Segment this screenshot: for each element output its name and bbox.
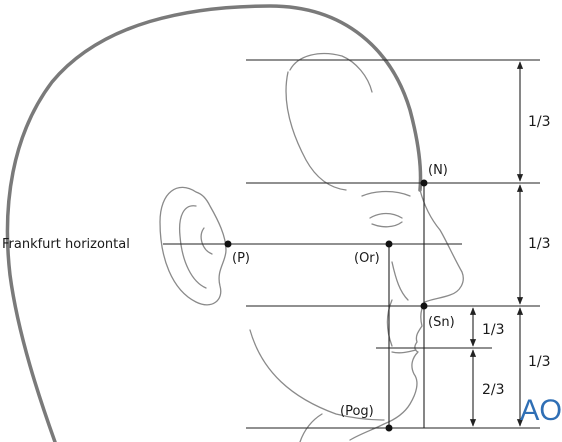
label-n: (N) <box>428 163 448 178</box>
lower-lip-chin-label: 2/3 <box>482 382 505 398</box>
point-or <box>386 241 393 248</box>
nasolabial-fold <box>388 300 393 346</box>
ear-outline <box>160 187 226 304</box>
ear-canal <box>201 228 212 254</box>
label-or: (Or) <box>354 251 380 266</box>
upper-lip-label: 1/3 <box>482 322 505 338</box>
temple-contour <box>286 72 346 190</box>
ao-logo: AO <box>520 394 562 427</box>
ear-inner <box>180 206 206 288</box>
middle-third-label: 1/3 <box>528 236 551 252</box>
mouth-line <box>392 350 416 353</box>
head-outline <box>7 6 420 442</box>
label-pog: (Pog) <box>340 404 374 419</box>
label-sn: (Sn) <box>428 315 455 330</box>
forehead-contour <box>290 54 372 92</box>
cheek-contour <box>392 262 408 300</box>
point-sn <box>421 303 428 310</box>
eye-lid <box>370 214 402 219</box>
point-pog <box>386 425 393 432</box>
point-p <box>225 241 232 248</box>
upper-third-label: 1/3 <box>528 114 551 130</box>
point-n <box>421 180 428 187</box>
brow <box>362 192 410 197</box>
lower-third-label: 1/3 <box>528 354 551 370</box>
eye-lower <box>372 222 402 227</box>
label-p: (P) <box>232 251 250 266</box>
frankfurt-horizontal-label: Frankfurt horizontal <box>2 237 130 252</box>
